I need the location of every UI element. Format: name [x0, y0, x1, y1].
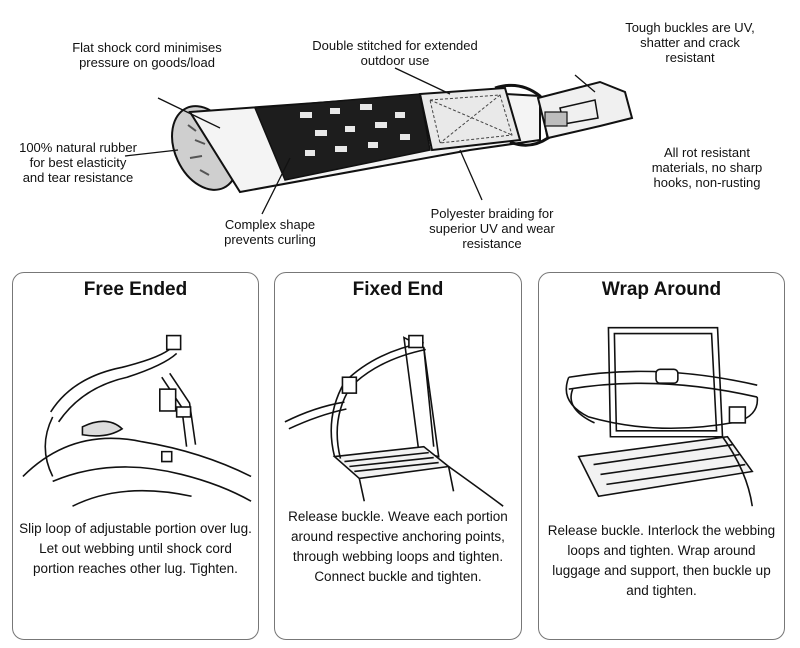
panel-description: Slip loop of adjustable portion over lug…: [19, 521, 252, 576]
panel-description: Release buckle. Interlock the webbing lo…: [547, 523, 776, 598]
panel-free-ended: Free Ended Slip loop of adjustable porti…: [12, 272, 259, 640]
fixed-end-illustration: [284, 334, 504, 507]
callout-double-stitched: Double stitched for extended outdoor use: [312, 38, 478, 68]
stitched-box: [418, 86, 522, 152]
callout-complex-shape: Complex shape prevents curling: [224, 217, 316, 247]
buckle: [536, 80, 634, 140]
free-ended-illustration: [22, 334, 252, 507]
callout-flat-cord: Flat shock cord minimises pressure on go…: [72, 40, 222, 70]
wrap-around-illustration: [565, 326, 759, 507]
braided-section: [253, 93, 431, 181]
callout-rot-resistant: All rot resistant materials, no sharp ho…: [651, 145, 763, 190]
shock-cord-strap-illustration: [124, 67, 634, 215]
callout-polyester: Polyester braiding for superior UV and w…: [429, 206, 555, 251]
callout-rubber: 100% natural rubber for best elasticity …: [19, 140, 137, 185]
panel-title: Fixed End: [352, 279, 444, 300]
panel-title: Free Ended: [83, 279, 188, 300]
callout-buckles: Tough buckles are UV, shatter and crack …: [625, 20, 755, 65]
panel-fixed-end: Fixed End Release buckle. Weave each por…: [274, 272, 522, 640]
braid-pattern: [300, 104, 410, 156]
rubber-core-texture: [187, 124, 217, 176]
panel-title: Wrap Around: [601, 279, 722, 300]
panel-description: Release buckle. Weave each portion aroun…: [288, 509, 508, 584]
leader-lines: [124, 67, 596, 215]
panel-wrap-around: Wrap Around Release buckle. Interlock th…: [538, 272, 785, 640]
